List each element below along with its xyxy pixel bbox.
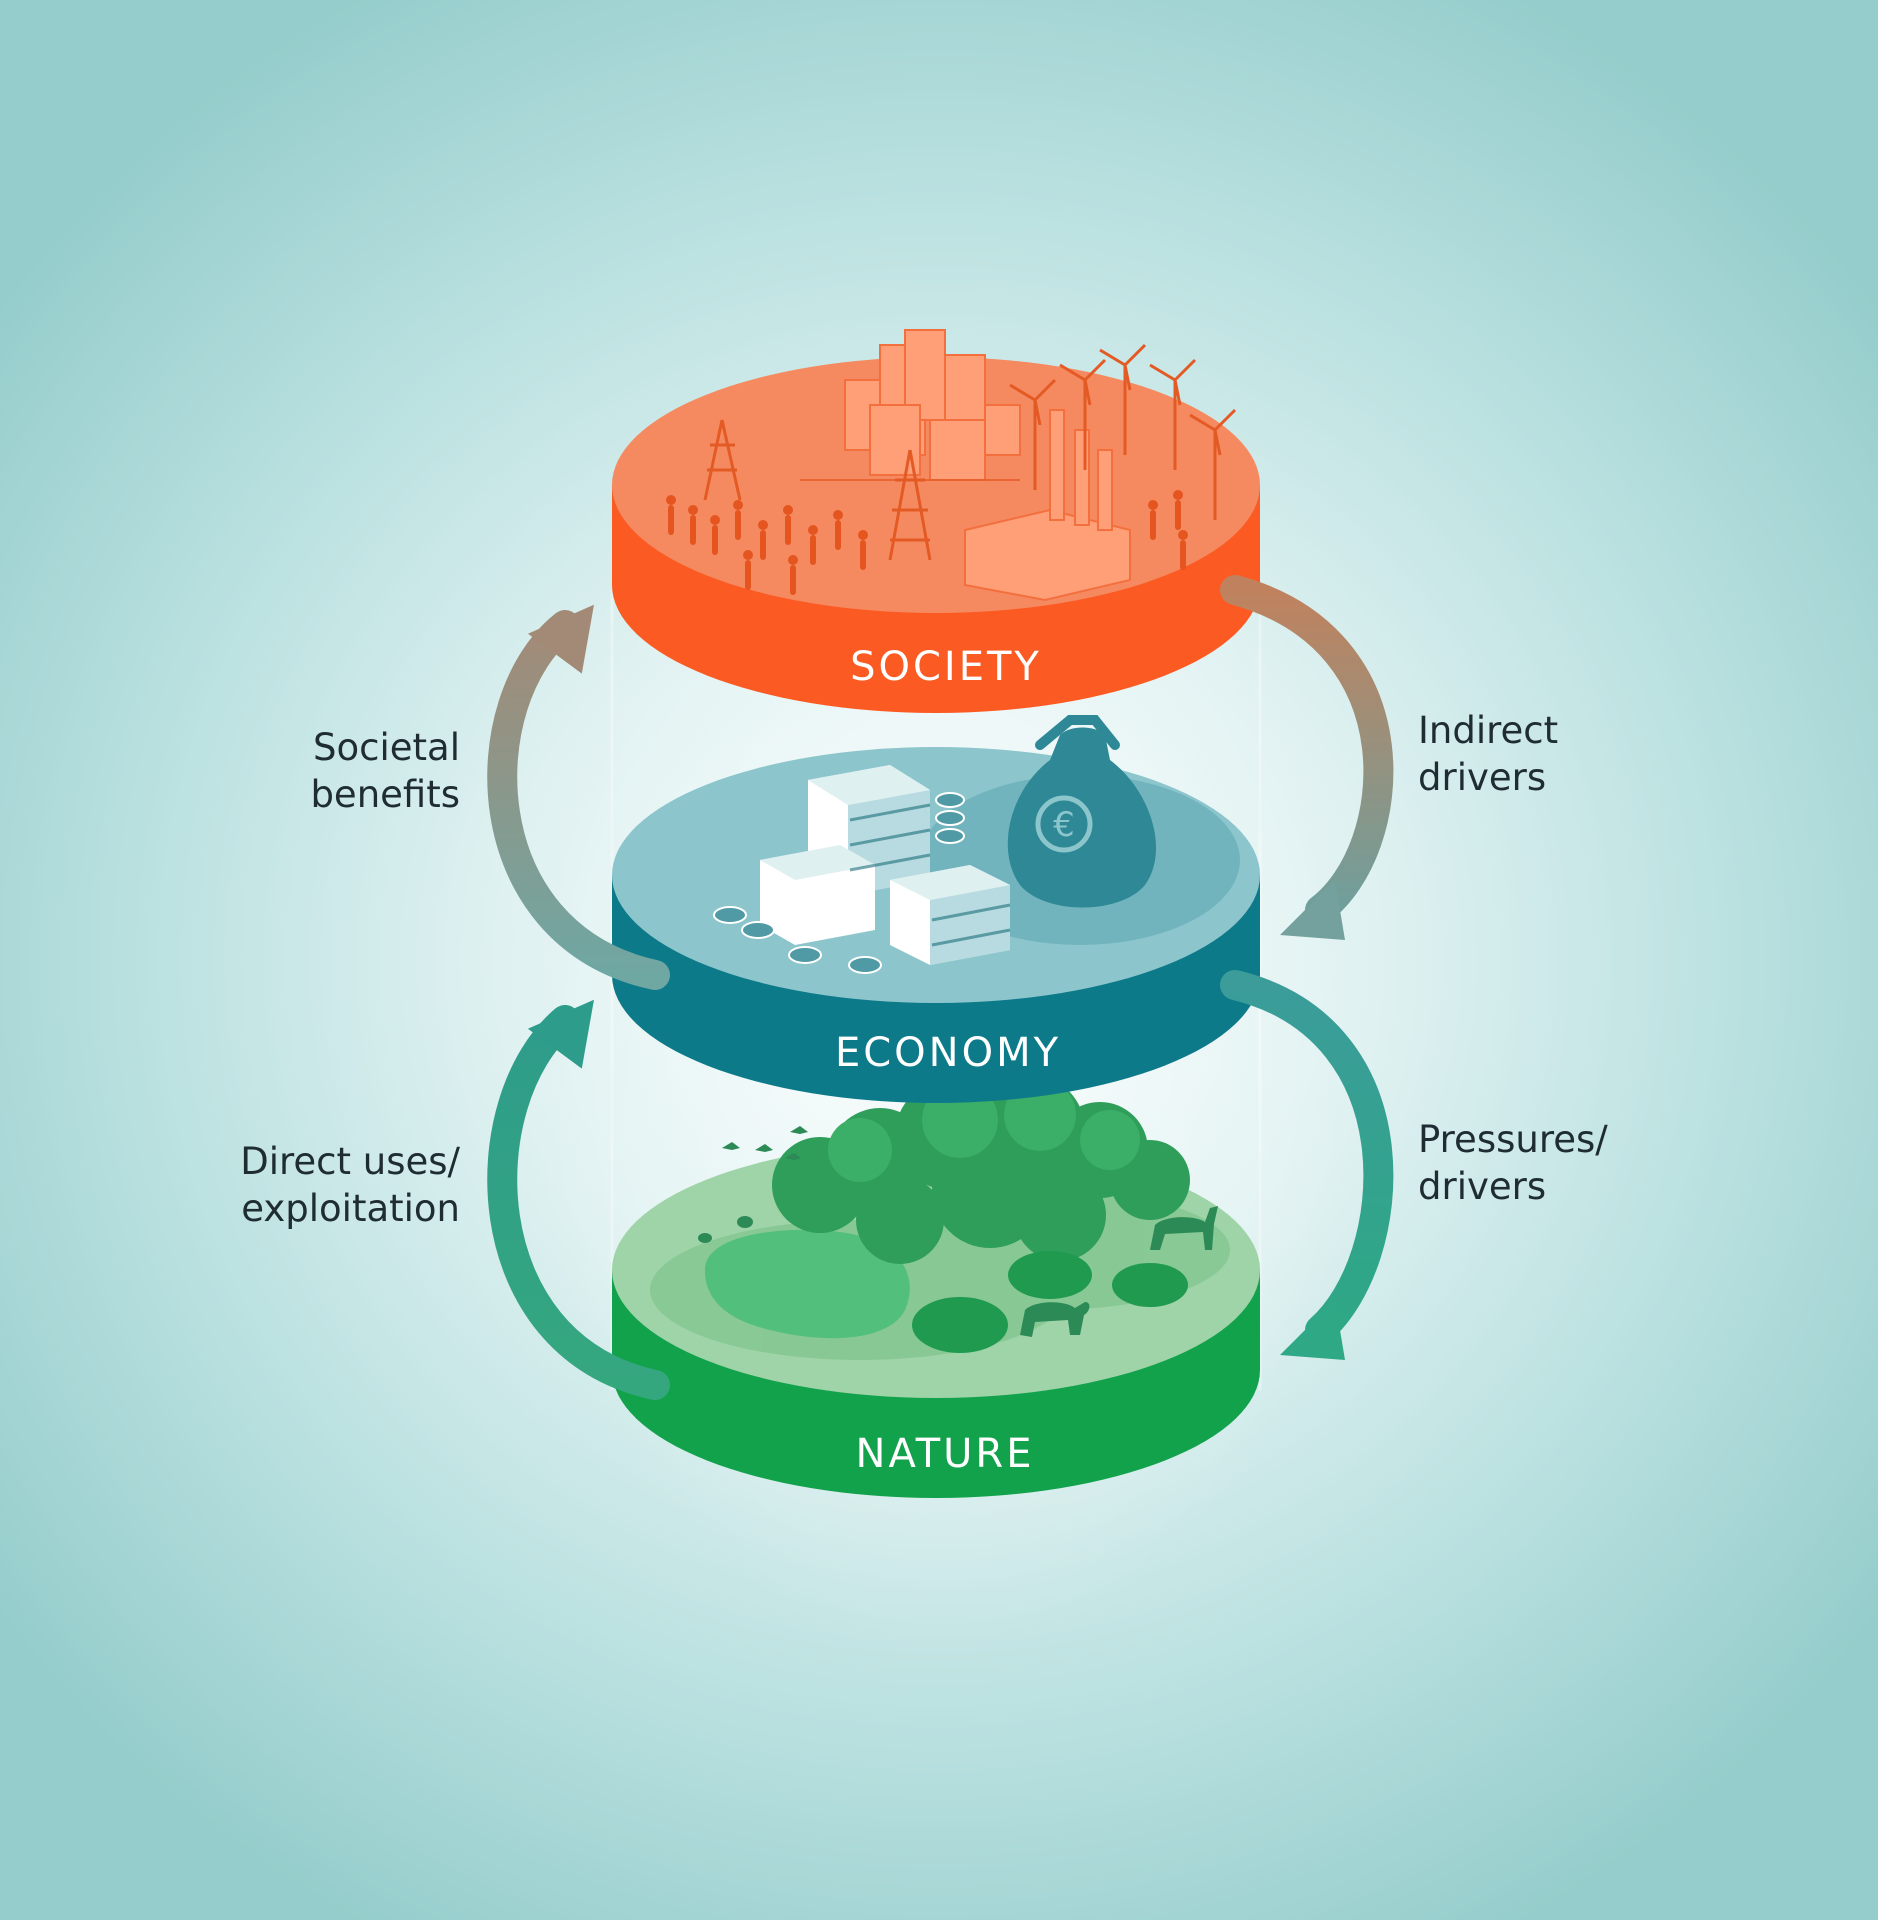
nature-label: NATURE bbox=[856, 1431, 1035, 1477]
direct-uses-label: Direct uses/ exploitation bbox=[240, 1138, 460, 1232]
indirect-drivers-label: Indirect drivers bbox=[1418, 707, 1558, 801]
society-label: SOCIETY bbox=[850, 644, 1042, 690]
pond bbox=[705, 1229, 910, 1339]
pressures-drivers-label: Pressures/ drivers bbox=[1418, 1116, 1608, 1210]
coin-icon bbox=[713, 792, 965, 974]
direct-uses-line-1: Direct uses/ bbox=[240, 1140, 460, 1183]
societal-benefits-line-1: Societal bbox=[313, 726, 460, 769]
society-layer: SOCIETY bbox=[612, 329, 1260, 713]
banknote-stripes bbox=[849, 803, 1011, 947]
tree-canopy-highlights bbox=[828, 1079, 1140, 1182]
economy-label: ECONOMY bbox=[835, 1030, 1061, 1076]
societal-benefits-label: Societal benefits bbox=[310, 724, 460, 818]
bush-group bbox=[912, 1251, 1188, 1353]
wind-turbine-icon bbox=[1009, 343, 1237, 520]
indirect-drivers-line-1: Indirect bbox=[1418, 709, 1559, 752]
bear-icon bbox=[1020, 1302, 1090, 1337]
city-icon bbox=[844, 329, 1021, 481]
moose-icon bbox=[1150, 1206, 1218, 1250]
banknote-stack-icon bbox=[760, 765, 1010, 965]
rabbit-icon bbox=[698, 1216, 753, 1243]
bird-icon bbox=[722, 1126, 808, 1160]
money-bag-icon bbox=[1007, 715, 1157, 908]
indirect-drivers-arrow bbox=[1220, 575, 1394, 940]
societal-benefits-arrow bbox=[487, 604, 670, 990]
societal-benefits-line-2: benefits bbox=[310, 773, 460, 816]
nature-layer: NATURE bbox=[612, 1075, 1260, 1498]
indirect-drivers-line-2: drivers bbox=[1418, 756, 1547, 799]
pressures-drivers-line-2: drivers bbox=[1418, 1165, 1547, 1208]
economy-layer: € ECONOMY bbox=[612, 715, 1260, 1103]
people-icon bbox=[666, 490, 1188, 595]
power-pylon-icon bbox=[703, 419, 1020, 561]
euro-icon: € bbox=[1035, 795, 1093, 853]
pressures-drivers-line-1: Pressures/ bbox=[1418, 1118, 1608, 1161]
factory-icon bbox=[964, 409, 1131, 602]
direct-uses-line-2: exploitation bbox=[241, 1187, 460, 1230]
direct-uses-arrow bbox=[487, 999, 670, 1400]
pressures-drivers-arrow bbox=[1220, 970, 1394, 1360]
svg-text:€: € bbox=[1053, 805, 1075, 845]
